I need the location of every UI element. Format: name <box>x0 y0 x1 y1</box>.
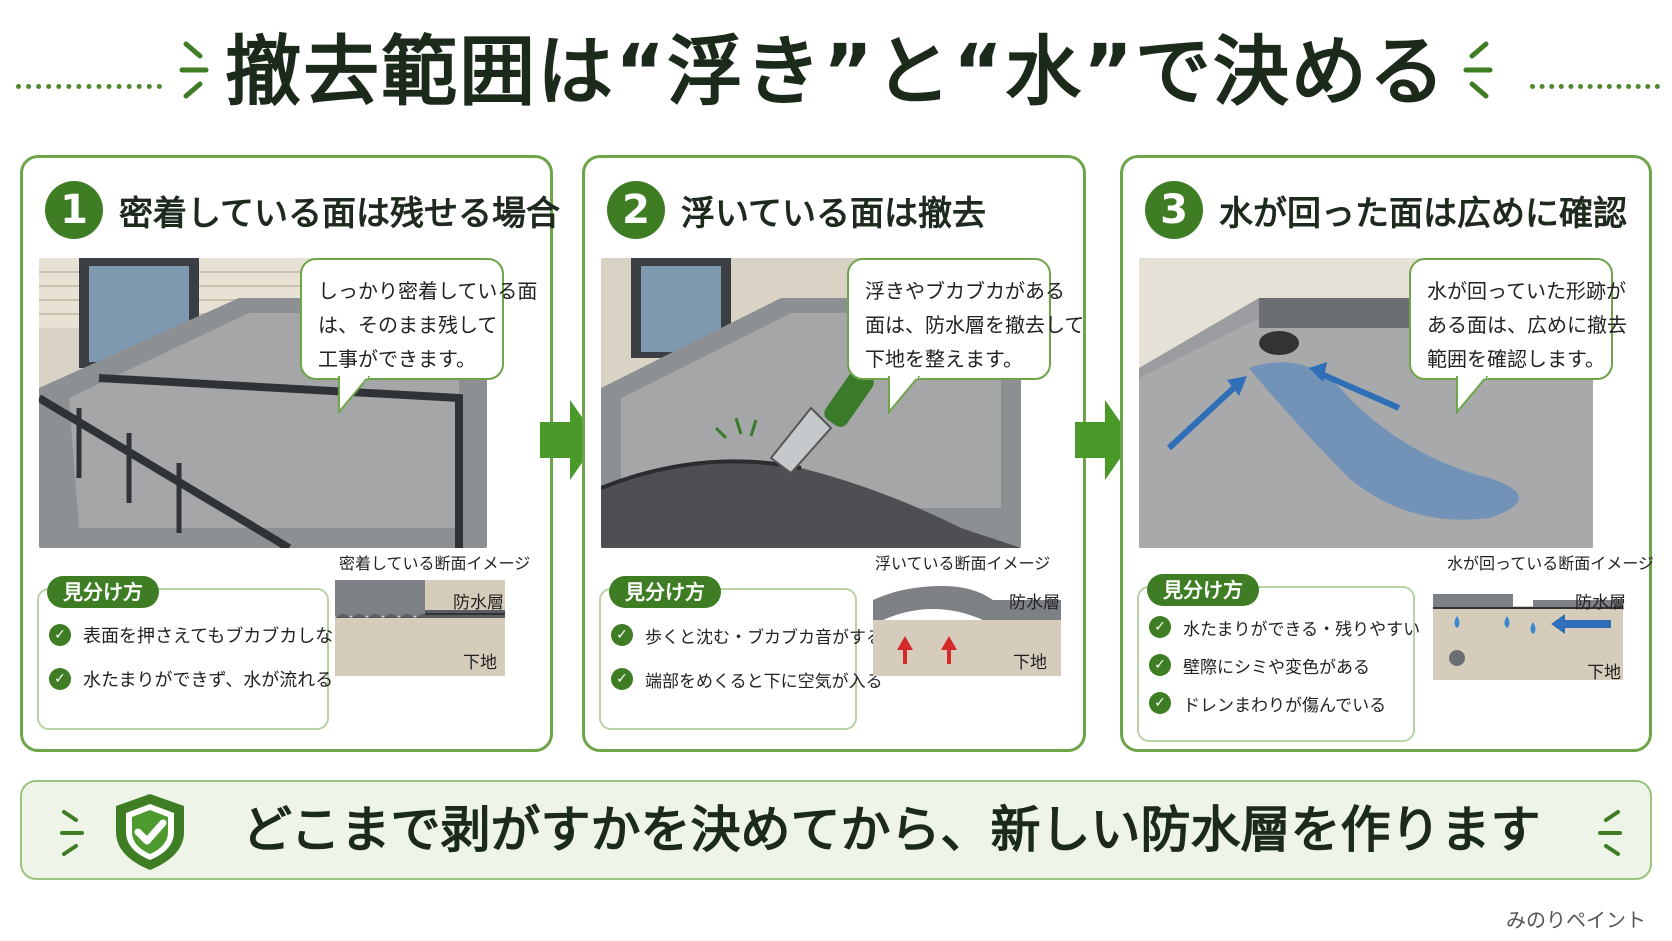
shield-check-icon <box>116 794 184 870</box>
footer-message: どこまで剥がすかを決めてから、新しい防水層を作ります <box>242 801 1541 859</box>
section-label-bottom: 下地 <box>463 653 497 673</box>
check-item: ✓端部をめくると下に空気が入る <box>611 660 883 698</box>
check-icon: ✓ <box>1149 692 1171 714</box>
identify-tag: 見分け方 <box>609 576 721 608</box>
footer-burst-icon-left <box>60 810 84 856</box>
checklist-box: ✓表面を押さえてもブカブカしない ✓水たまりができず、水が流れる <box>37 588 351 730</box>
check-icon: ✓ <box>49 624 71 646</box>
cross-section-water <box>1433 576 1623 680</box>
step-number-badge: 2 <box>607 181 665 239</box>
panel-2-heading: 2 浮いている面は撤去 <box>607 180 986 240</box>
check-item: ✓水たまりができる・残りやすい <box>1149 608 1420 646</box>
identify-tag: 見分け方 <box>1147 574 1259 606</box>
panel-2-title: 浮いている面は撤去 <box>681 193 986 234</box>
step-number-badge: 3 <box>1145 181 1203 239</box>
section-title: 密着している断面イメージ <box>339 554 531 573</box>
speech-bubble: しっかり密着している面 は、そのまま残して 工事ができます。 <box>300 258 537 380</box>
panel-2: 2 浮いている面は撤去 浮きやブカブカがある 面は、防水層を撤去して 下地を整え… <box>582 155 1086 752</box>
check-icon: ✓ <box>1149 616 1171 638</box>
speech-bubble: 浮きやブカブカがある 面は、防水層を撤去して 下地を整えます。 <box>847 258 1084 380</box>
check-icon: ✓ <box>611 668 633 690</box>
check-item: ✓歩くと沈む・ブカブカ音がする <box>611 616 883 654</box>
page-title: 撤去範囲は“浮き”と“水”で決める <box>225 27 1447 116</box>
section-label-top: 防水層 <box>1575 593 1626 613</box>
brand-credit: みのりペイント <box>1506 908 1646 932</box>
cross-section-lifted <box>873 580 1061 676</box>
cross-section-adhered <box>335 580 505 676</box>
speech-bubble-tail <box>338 376 371 415</box>
speech-bubble-tail <box>888 376 921 415</box>
step-number-badge: 1 <box>45 181 103 239</box>
header-burst-icon-left <box>179 41 209 99</box>
panel-3-heading: 3 水が回った面は広めに確認 <box>1145 180 1627 240</box>
check-icon: ✓ <box>611 624 633 646</box>
check-item: ✓水たまりができず、水が流れる <box>49 660 351 698</box>
section-title: 水が回っている断面イメージ <box>1447 554 1654 573</box>
footer-burst-icon-right <box>1598 810 1622 856</box>
check-item: ✓壁際にシミや変色がある <box>1149 646 1420 684</box>
panel-3-title: 水が回った面は広めに確認 <box>1219 193 1627 234</box>
header-burst-icon-right <box>1463 41 1493 99</box>
section-label-bottom: 下地 <box>1013 653 1047 673</box>
speech-bubble-tail <box>1456 376 1489 415</box>
section-label-bottom: 下地 <box>1587 663 1621 683</box>
header-dotted-line-left <box>16 84 162 89</box>
section-title: 浮いている断面イメージ <box>875 554 1051 573</box>
check-icon: ✓ <box>49 668 71 690</box>
panel-1: 1 密着している面は残せる場合 しっかり密着している面 は、そのまま残して 工事… <box>20 155 560 752</box>
step-arrow-icon <box>1075 400 1133 480</box>
footer-banner: どこまで剥がすかを決めてから、新しい防水層を作ります <box>20 780 1652 880</box>
check-item: ✓ドレンまわりが傷んでいる <box>1149 684 1420 722</box>
checklist-box: ✓水たまりができる・残りやすい ✓壁際にシミや変色がある ✓ドレンまわりが傷んで… <box>1137 586 1420 742</box>
check-icon: ✓ <box>1149 654 1171 676</box>
identify-tag: 見分け方 <box>47 576 159 608</box>
panel-1-heading: 1 密着している面は残せる場合 <box>45 180 560 240</box>
panel-3: 3 水が回った面は広めに確認 水が回っていた形跡が ある面は、広めに撤去 範囲を… <box>1120 155 1654 752</box>
check-item: ✓表面を押さえてもブカブカしない <box>49 616 351 654</box>
speech-bubble: 水が回っていた形跡が ある面は、広めに撤去 範囲を確認します。 <box>1409 258 1627 380</box>
header-dotted-line-right <box>1530 84 1660 89</box>
checklist-box: ✓歩くと沈む・ブカブカ音がする ✓端部をめくると下に空気が入る <box>599 588 883 730</box>
section-label-top: 防水層 <box>1009 593 1060 613</box>
panel-1-title: 密着している面は残せる場合 <box>119 193 560 234</box>
section-label-top: 防水層 <box>453 593 504 613</box>
